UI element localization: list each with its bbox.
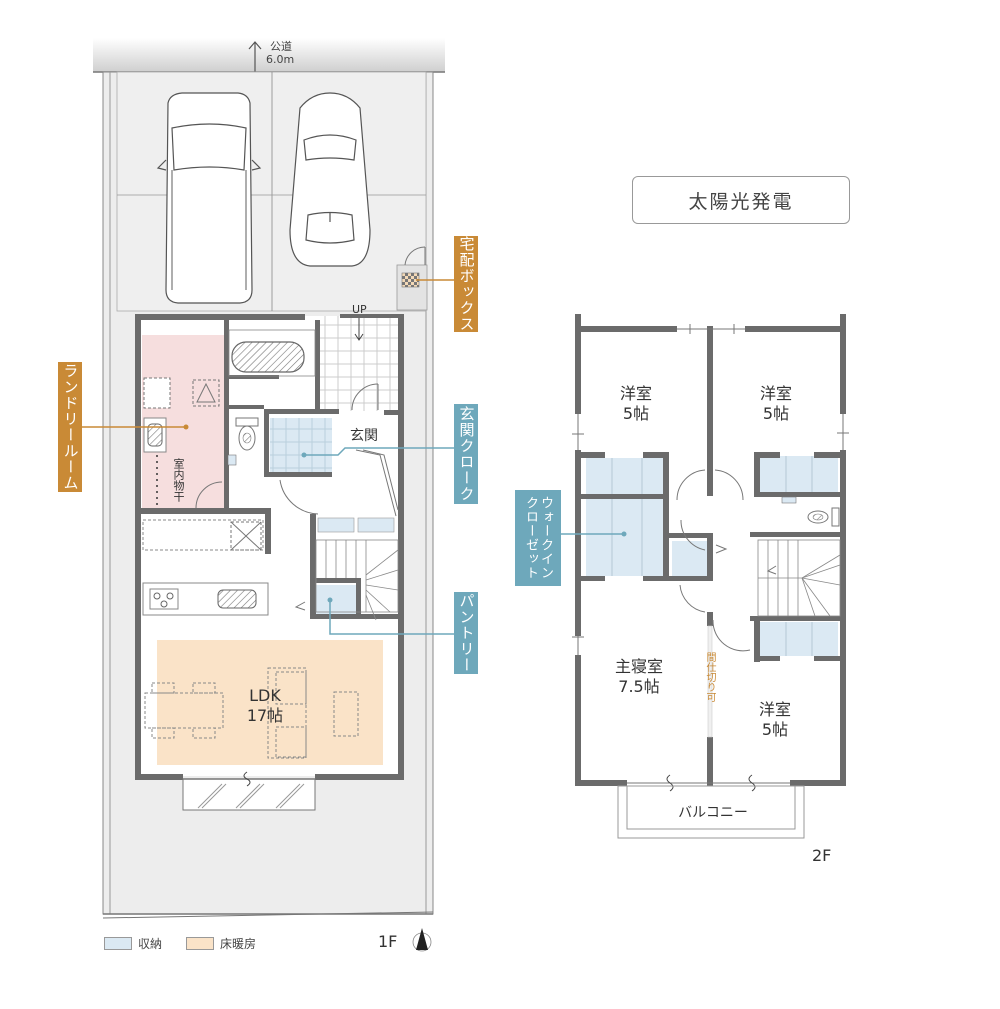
room-master-size: 7.5帖: [618, 677, 660, 696]
room-indoor-drying: 室内物干: [172, 458, 185, 502]
callout-leaders-2f: [560, 531, 627, 537]
callout-pantry: パントリー: [454, 592, 478, 674]
up-label: UP: [352, 303, 367, 316]
floor-label-2f: 2F: [812, 846, 832, 865]
road-width: 6.0m: [266, 53, 295, 66]
callout-delivery-box: 宅配ボックス: [454, 236, 478, 332]
legend-floor-heating-label: 床暖房: [220, 937, 257, 951]
road-label: 公道: [270, 40, 292, 53]
room-western-nw-name: 洋室: [619, 384, 652, 403]
room-ldk-name: LDK: [249, 686, 281, 705]
legend-floor-heating: 床暖房: [186, 935, 256, 952]
room-western-se-name: 洋室: [758, 700, 791, 719]
callout-walk-in-closet: ウォークインクローゼット: [515, 490, 561, 586]
legend-floor-heating-swatch: [186, 937, 214, 950]
solar-power-text: 太陽光発電: [688, 190, 794, 213]
north-arrow-icon: [412, 928, 432, 952]
room-western-nw-size: 5帖: [622, 404, 650, 423]
delivery-box-icon: [396, 246, 428, 311]
floor1-plan: [135, 314, 404, 811]
callout-laundry-room: ランドリールーム: [58, 362, 82, 492]
callout-leaders-1f: [82, 424, 455, 635]
room-ldk: LDK 17帖: [240, 686, 290, 726]
legend-storage-swatch: [104, 937, 132, 950]
room-master-name: 主寝室: [614, 657, 663, 676]
room-entrance: 玄関: [350, 428, 378, 444]
legend-storage-label: 収納: [138, 937, 163, 951]
room-ldk-size: 17帖: [246, 706, 284, 725]
room-western-nw: 洋室 5帖: [606, 384, 666, 424]
room-western-ne: 洋室 5帖: [746, 384, 806, 424]
room-western-se: 洋室 5帖: [745, 700, 805, 740]
car-sedan-icon: [289, 92, 371, 267]
room-western-ne-name: 洋室: [759, 384, 792, 403]
room-western-ne-size: 5帖: [762, 404, 790, 423]
legend-storage: 収納: [104, 935, 162, 952]
road: [93, 38, 445, 73]
partition-label: 間仕切り可: [704, 652, 715, 702]
car-minivan-icon: [156, 92, 262, 304]
callout-entrance-cloak: 玄関クローク: [454, 404, 478, 504]
room-western-se-size: 5帖: [761, 720, 789, 739]
solar-power-label: 太陽光発電: [632, 176, 850, 224]
balcony-label: バルコニー: [678, 805, 748, 821]
floor2-plan: [572, 314, 849, 839]
room-master-bedroom: 主寝室 7.5帖: [604, 657, 674, 697]
floor-label-1f: 1F: [378, 932, 398, 951]
